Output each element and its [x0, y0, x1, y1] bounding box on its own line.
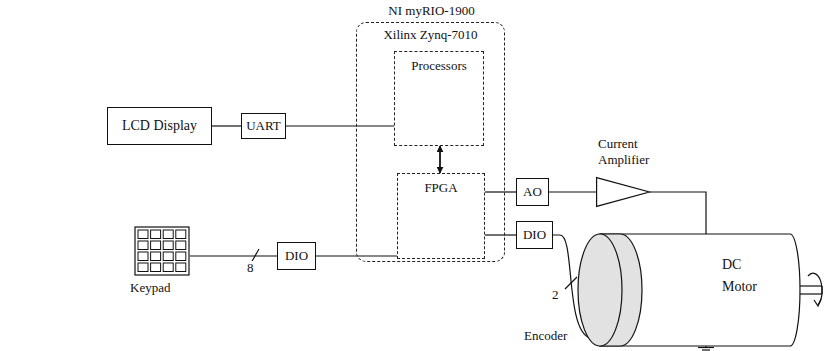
connector-line: [485, 191, 516, 192]
fpga-block: FPGA: [397, 173, 485, 259]
keypad-grid: [134, 226, 190, 276]
device-title: NI myRIO-1900: [337, 3, 526, 19]
display-box: LCD Display: [107, 107, 212, 145]
connector-line: [212, 125, 241, 126]
interface-box: DIO: [277, 242, 316, 270]
ground-symbol: [702, 349, 710, 350]
node-label: Processors: [395, 58, 483, 74]
connector-line: [549, 191, 596, 192]
amplifier-symbol: Current Amplifier: [596, 177, 650, 207]
motor-shaft: [800, 293, 822, 294]
motor-shaft: [800, 285, 822, 286]
connector-line: [485, 234, 516, 235]
node-label: DIO: [523, 227, 546, 243]
part-label: Encoder: [523, 329, 568, 344]
connector-line: [286, 125, 394, 126]
node-label: FPGA: [398, 180, 484, 196]
ground-symbol: [698, 347, 714, 348]
connector-line: [190, 255, 277, 256]
connector-line: [650, 192, 706, 234]
processor-block: Processors: [394, 51, 484, 146]
node-label: Xilinx Zynq-7010: [357, 27, 504, 43]
amplifier-triangle: [596, 177, 650, 207]
node-label: LCD Display: [122, 118, 197, 135]
node-label: Keypad: [130, 280, 200, 296]
device-boundary: NI myRIO-1900Xilinx Zynq-7010ProcessorsF…: [356, 22, 505, 262]
interface-box: UART: [241, 113, 286, 139]
node-label: UART: [246, 118, 281, 134]
interface-box: AO: [516, 178, 549, 206]
node-label: Current Amplifier: [598, 136, 660, 167]
keypad-device: Keypad: [134, 226, 190, 298]
motor-cylinder: [575, 232, 795, 348]
bus-width-label: 8: [246, 261, 255, 276]
node-label: DC Motor: [722, 254, 772, 299]
connector-line: [439, 146, 441, 173]
rotation-arrow: [808, 273, 822, 305]
interface-box: DIO: [516, 221, 553, 249]
node-label: AO: [523, 184, 542, 200]
rotation-arrowhead: [814, 299, 821, 306]
dc-motor: DC Motor: [575, 232, 795, 348]
bus-width-label: 2: [551, 288, 560, 303]
node-label: DIO: [285, 248, 308, 264]
